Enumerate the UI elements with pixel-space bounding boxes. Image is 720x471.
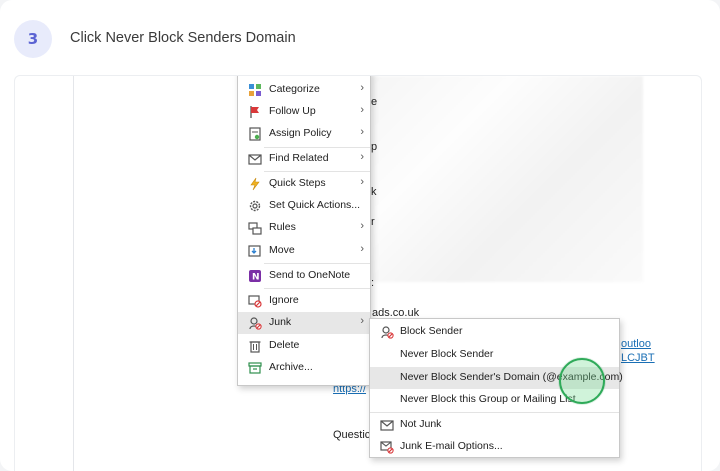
email-fragment: k xyxy=(371,186,377,198)
email-fragment: p xyxy=(371,141,378,153)
menu-item-label: Assign Policy xyxy=(269,127,332,139)
menu-separator xyxy=(370,412,619,413)
find-related-icon xyxy=(247,151,263,167)
chevron-right-icon: › xyxy=(360,315,364,327)
menu-item-assign-policy[interactable]: Assign Policy › xyxy=(238,123,370,145)
menu-item-label: Archive... xyxy=(269,361,313,373)
screenshot-area: e p k r : ads.co.uk outloo LCJBT https:/… xyxy=(14,75,702,471)
menu-item-quick-steps[interactable]: Quick Steps › xyxy=(238,173,370,195)
chevron-right-icon: › xyxy=(360,243,364,255)
menu-item-junk[interactable]: Junk › xyxy=(238,312,370,334)
menu-item-rules[interactable]: Rules › xyxy=(238,217,370,239)
email-link-fragment[interactable]: outloo xyxy=(621,338,651,350)
ignore-icon xyxy=(247,293,263,309)
junk-options-icon xyxy=(379,439,395,455)
submenu-item-not-junk[interactable]: Not Junk xyxy=(370,414,619,436)
menu-item-label: Set Quick Actions... xyxy=(269,199,361,211)
lightning-icon xyxy=(247,176,263,192)
block-sender-icon xyxy=(379,324,395,340)
click-indicator xyxy=(559,358,605,404)
menu-item-archive[interactable]: Archive... xyxy=(238,357,370,379)
menu-item-categorize[interactable]: Categorize › xyxy=(238,79,370,101)
step-number-badge: 3 xyxy=(14,20,52,58)
email-question-fragment: Questic xyxy=(333,429,371,441)
menu-item-label: Rules xyxy=(269,221,296,233)
menu-separator xyxy=(264,147,370,148)
submenu-item-label: Block Sender xyxy=(400,325,463,337)
flag-icon xyxy=(247,104,263,120)
onenote-icon: N xyxy=(247,268,263,284)
divider xyxy=(73,76,74,471)
menu-separator xyxy=(264,288,370,289)
archive-icon xyxy=(247,360,263,376)
menu-item-label: Quick Steps xyxy=(269,177,326,189)
menu-item-move[interactable]: Move › xyxy=(238,240,370,262)
menu-item-send-to-onenote[interactable]: N Send to OneNote xyxy=(238,265,370,287)
menu-item-set-quick-actions[interactable]: Set Quick Actions... xyxy=(238,195,370,217)
chevron-right-icon: › xyxy=(360,104,364,116)
submenu-item-label: Junk E-mail Options... xyxy=(400,440,503,452)
submenu-item-label: Not Junk xyxy=(400,418,442,430)
submenu-item-block-sender[interactable]: Block Sender xyxy=(370,321,619,343)
email-fragment: e xyxy=(371,96,378,108)
submenu-item-junk-options[interactable]: Junk E-mail Options... xyxy=(370,436,619,458)
menu-item-delete[interactable]: Delete xyxy=(238,335,370,357)
submenu-item-label: Never Block this Group or Mailing List xyxy=(400,393,576,405)
chevron-right-icon: › xyxy=(360,82,364,94)
chevron-right-icon: › xyxy=(360,151,364,163)
menu-item-label: Ignore xyxy=(269,294,299,306)
chevron-right-icon: › xyxy=(360,220,364,232)
menu-item-label: Follow Up xyxy=(269,105,316,117)
chevron-right-icon: › xyxy=(360,126,364,138)
submenu-item-never-block-group[interactable]: Never Block this Group or Mailing List xyxy=(370,389,619,411)
menu-item-label: Categorize xyxy=(269,83,320,95)
categorize-icon xyxy=(247,82,263,98)
email-domain-fragment: ads.co.uk xyxy=(372,307,420,319)
junk-icon xyxy=(247,315,263,331)
policy-icon xyxy=(247,126,263,142)
gear-icon xyxy=(247,198,263,214)
menu-separator xyxy=(264,263,370,264)
menu-item-find-related[interactable]: Find Related › xyxy=(238,148,370,170)
menu-item-follow-up[interactable]: Follow Up › xyxy=(238,101,370,123)
rules-icon xyxy=(247,220,263,236)
svg-text:N: N xyxy=(252,273,260,283)
menu-item-label: Find Related xyxy=(269,152,329,164)
submenu-item-label: Never Block Sender xyxy=(400,348,494,360)
menu-separator xyxy=(264,171,370,172)
step-header: 3 Click Never Block Senders Domain xyxy=(0,0,720,74)
email-link-fragment[interactable]: LCJBT xyxy=(621,352,655,364)
move-icon xyxy=(247,243,263,259)
mail-icon xyxy=(379,417,395,433)
menu-item-label: Move xyxy=(269,244,295,256)
email-fragment: : xyxy=(371,277,375,289)
trash-icon xyxy=(247,338,263,354)
email-fragment: r xyxy=(371,216,375,228)
context-menu: Categorize › Follow Up › Assign Policy › xyxy=(237,76,371,386)
email-link-fragment[interactable]: https:// xyxy=(333,383,367,395)
menu-item-label: Junk xyxy=(269,316,292,328)
blurred-email-content xyxy=(371,76,643,282)
submenu-item-never-block-sender[interactable]: Never Block Sender xyxy=(370,344,619,366)
menu-item-label: Send to OneNote xyxy=(269,269,351,281)
menu-item-ignore[interactable]: Ignore xyxy=(238,290,370,312)
step-title: Click Never Block Senders Domain xyxy=(70,30,296,46)
chevron-right-icon: › xyxy=(360,176,364,188)
menu-item-label: Delete xyxy=(269,339,300,351)
